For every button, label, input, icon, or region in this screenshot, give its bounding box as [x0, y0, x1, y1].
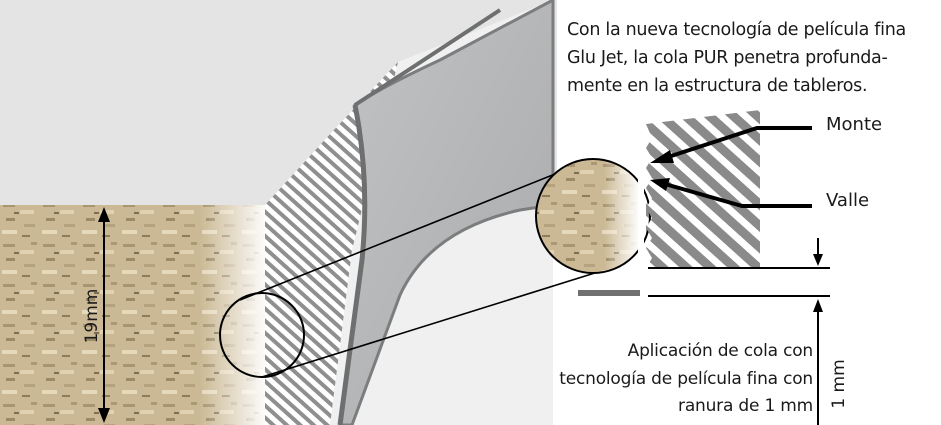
groove-depth-label: 1 mm	[829, 359, 849, 409]
thickness-arrow-top	[98, 207, 110, 222]
board-edge-fade	[200, 205, 265, 425]
description-line-1: Con la nueva tecnología de película fina	[567, 20, 906, 40]
thickness-arrow-bottom	[98, 408, 110, 423]
glue-line	[638, 124, 644, 294]
dimension-arrow-top-head	[813, 254, 823, 266]
description-line-3: mente en la estructura de tableros.	[567, 76, 868, 96]
groove-profile	[646, 110, 760, 268]
valley-pointer	[664, 182, 812, 208]
peak-arrowhead	[650, 150, 674, 163]
connector-line-top	[239, 171, 561, 301]
description-text: Con la nueva tecnología de película fina…	[567, 16, 939, 100]
valley-arrowhead	[650, 178, 670, 191]
glue-line-base	[578, 290, 640, 296]
peak-label: Monte	[826, 114, 883, 135]
thickness-label: 19mm	[82, 288, 102, 344]
caption-line-1: Aplicación de cola con	[627, 341, 814, 361]
edgeband-top-edge	[353, 8, 502, 107]
detail-circle-large	[535, 158, 651, 274]
caption-line-3: ranura de 1 mm	[678, 396, 813, 416]
description-line-2: Glu Jet, la cola PUR penetra profunda-	[567, 48, 888, 68]
dimension-arrow-bottom-head	[813, 299, 823, 312]
caption-line-2: tecnología de película fina con	[559, 368, 813, 389]
caption-text: Aplicación de cola con tecnología de pel…	[559, 338, 813, 421]
connector-line-bottom	[261, 271, 599, 378]
peak-pointer	[664, 126, 812, 160]
background-panel-right	[553, 0, 557, 205]
valley-label: Valle	[826, 190, 870, 211]
